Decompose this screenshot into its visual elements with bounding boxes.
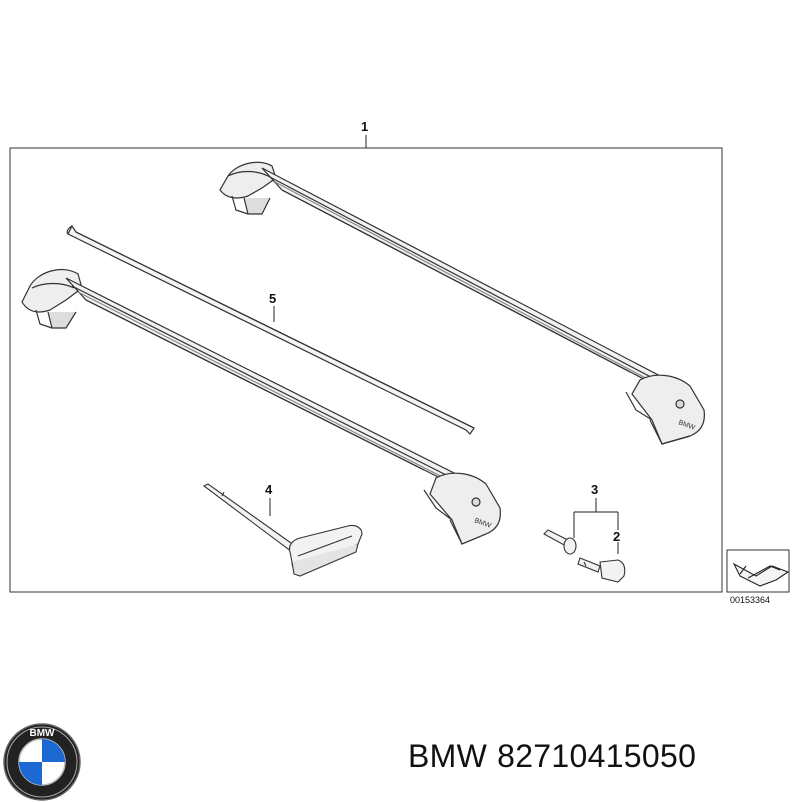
bmw-roundel-icon: BMW xyxy=(3,723,81,801)
callout-1-label: 1 xyxy=(361,119,368,134)
callout-3-bracket xyxy=(573,498,619,554)
caption-part-number: 82710415050 xyxy=(497,738,697,774)
callout-3-label: 3 xyxy=(591,482,598,497)
lock-and-key xyxy=(543,529,626,583)
t-wrench-tool xyxy=(202,483,363,577)
callout-4-label: 4 xyxy=(265,482,273,497)
roof-bar-rear: BMW xyxy=(219,161,705,445)
caption-brand: BMW xyxy=(408,738,488,774)
direction-arrow-icon xyxy=(732,562,790,587)
reference-number: 00153364 xyxy=(730,595,770,605)
roof-bar-front: BMW xyxy=(21,269,501,545)
rubber-strip xyxy=(66,224,475,435)
callout-5-label: 5 xyxy=(269,291,276,306)
logo-text: BMW xyxy=(30,728,56,739)
reference-box xyxy=(726,549,790,593)
callout-2-label: 2 xyxy=(613,529,620,544)
diagram-frame xyxy=(9,147,723,593)
